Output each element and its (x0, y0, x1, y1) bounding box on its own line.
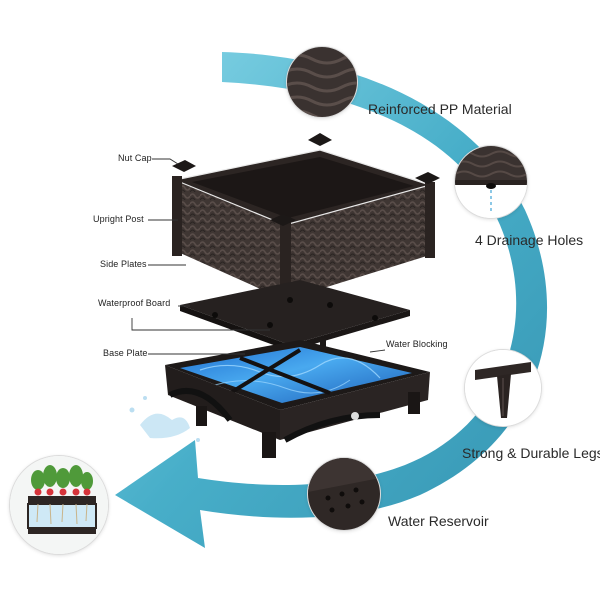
drainage-hole-closeup (455, 146, 527, 218)
label-drainage-holes: 4 Drainage Holes (475, 232, 584, 248)
label-side-plates: Side Plates (100, 259, 147, 269)
label-base-plate: Base Plate (103, 348, 148, 358)
label-water-reservoir: Water Reservoir (388, 513, 489, 529)
hydroponic-planter-photo (10, 456, 108, 554)
label-water-blocking: Water Blocking (386, 339, 448, 349)
label-reinforced-pp-material: Reinforced PP Material (368, 101, 512, 117)
planter-box (172, 133, 440, 304)
label-nut-cap: Nut Cap (118, 153, 152, 163)
leader-lines (131, 158, 386, 355)
reinforced-material-closeup (287, 47, 357, 117)
legs-closeup (465, 350, 541, 426)
label-durable-legs: Strong & Durable Legs (462, 445, 600, 461)
water-reservoir-closeup (308, 458, 380, 530)
base-plate (165, 340, 430, 458)
water-splash (129, 396, 200, 442)
label-upright-post: Upright Post (93, 214, 144, 224)
label-waterproof-board: Waterproof Board (98, 298, 171, 308)
waterproof-board (180, 280, 410, 360)
